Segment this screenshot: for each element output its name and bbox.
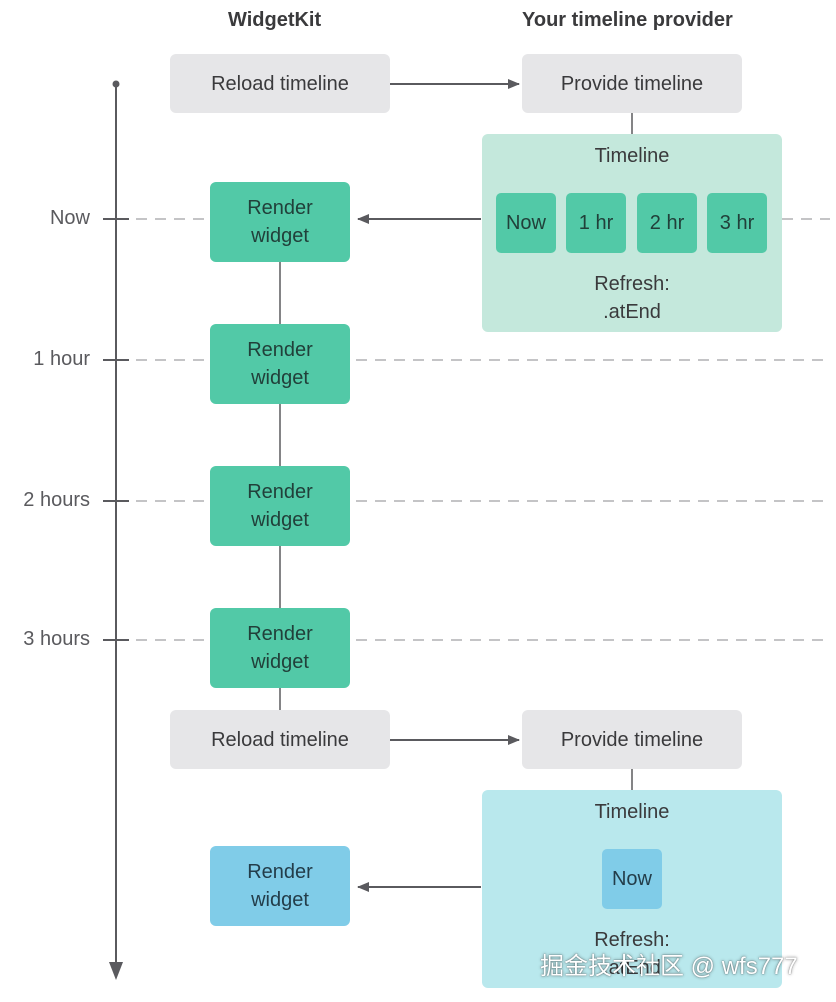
dashed-guides bbox=[136, 218, 830, 641]
render-widget-line1: Render bbox=[247, 861, 313, 883]
render-widget-line1: Render bbox=[247, 197, 313, 219]
timeline-panel-1-refresh: Refresh: .atEnd bbox=[482, 270, 782, 326]
provide-timeline-box-2: Provide timeline bbox=[522, 710, 742, 769]
timeline-entry-3-hr: 3 hr bbox=[707, 193, 767, 253]
refresh-policy: .atEnd bbox=[603, 301, 661, 323]
timeline-panel-2-refresh: Refresh: .atEnd bbox=[482, 926, 782, 982]
render-widget-line2: widget bbox=[251, 225, 309, 247]
provide-timeline-label: Provide timeline bbox=[560, 728, 704, 751]
timeline-entry-1-hr: 1 hr bbox=[566, 193, 626, 253]
time-axis-arrowhead bbox=[109, 962, 123, 980]
render-widget-line1: Render bbox=[247, 623, 313, 645]
header-widgetkit: WidgetKit bbox=[228, 9, 322, 31]
tick-label-1-hour: 1 hour bbox=[33, 348, 90, 370]
timeline-entry-now: Now bbox=[496, 193, 556, 253]
render-widget-3-hours: Render widget bbox=[210, 608, 350, 688]
tick-label-3-hours: 3 hours bbox=[23, 628, 90, 650]
watermark: 掘金技术社区 @ wfs777 bbox=[540, 953, 798, 980]
provide-timeline-label: Provide timeline bbox=[560, 72, 704, 95]
render-widget-line2: widget bbox=[251, 367, 309, 389]
header-timeline-provider: Your timeline provider bbox=[522, 9, 733, 31]
render-widget-reloaded: Render widget bbox=[210, 846, 350, 926]
render-widget-line2: widget bbox=[251, 889, 309, 911]
timeline-entry-2-hr: 2 hr bbox=[637, 193, 697, 253]
timeline2-entry-now: Now bbox=[602, 849, 662, 909]
timeline-panel-1: Timeline Now 1 hr 2 hr 3 hr Refresh: .at… bbox=[482, 134, 782, 332]
refresh-label: Refresh: bbox=[594, 929, 670, 951]
render-widget-2-hours: Render widget bbox=[210, 466, 350, 546]
timeline-panel-1-title: Timeline bbox=[594, 145, 670, 167]
reload-timeline-label: Reload timeline bbox=[211, 72, 349, 95]
reload-timeline-box-2: Reload timeline bbox=[170, 710, 390, 769]
render-widget-1-hour: Render widget bbox=[210, 324, 350, 404]
render-widget-line2: widget bbox=[251, 651, 309, 673]
render-widget-line2: widget bbox=[251, 509, 309, 531]
tick-label-2-hours: 2 hours bbox=[23, 489, 90, 511]
provide-timeline-box-1: Provide timeline bbox=[522, 54, 742, 113]
timeline-panel-2-title: Timeline bbox=[594, 801, 670, 823]
render-widget-line1: Render bbox=[247, 481, 313, 503]
render-widget-now: Render widget bbox=[210, 182, 350, 262]
tick-label-now: Now bbox=[49, 207, 90, 229]
render-widget-line1: Render bbox=[247, 339, 313, 361]
refresh-label: Refresh: bbox=[594, 273, 670, 295]
timeline-panel-2: Timeline Now Refresh: .atEnd bbox=[482, 790, 782, 988]
reload-timeline-label: Reload timeline bbox=[211, 728, 349, 751]
refresh-policy: .atEnd bbox=[603, 957, 661, 979]
reload-timeline-box-1: Reload timeline bbox=[170, 54, 390, 113]
